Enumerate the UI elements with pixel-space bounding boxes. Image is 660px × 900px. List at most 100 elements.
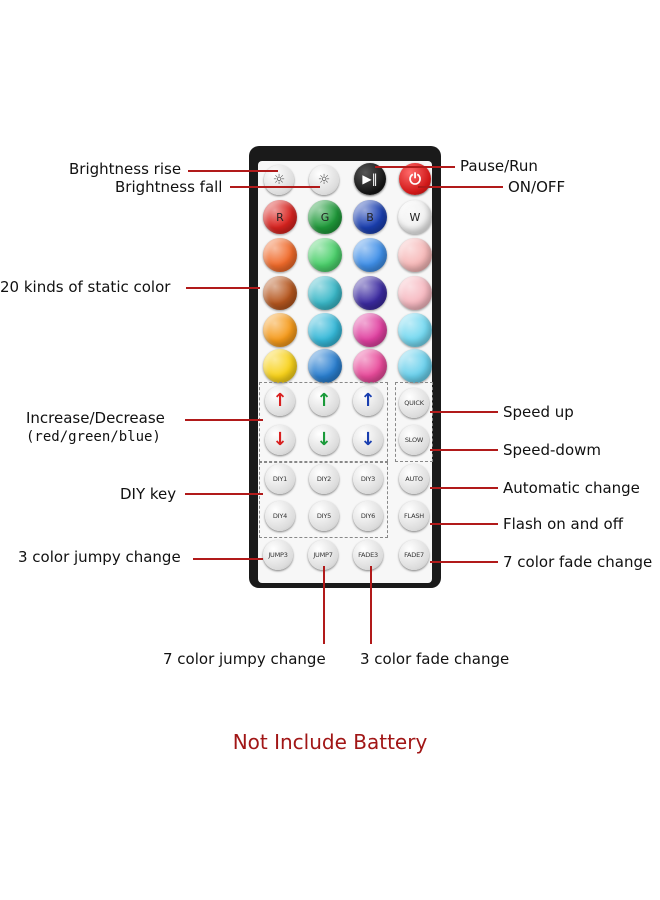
red-down-button[interactable]: ↓: [265, 425, 295, 455]
color-button[interactable]: [398, 313, 432, 347]
callout-line: [430, 449, 498, 451]
arrow-up-icon: ↑: [316, 390, 332, 411]
static-color-label: 20 kinds of static color: [0, 278, 171, 296]
jumpy7-label: 7 color jumpy change: [163, 650, 326, 668]
diy4-label: DIY4: [272, 512, 288, 520]
quick-label: QUICK: [404, 399, 424, 407]
color-button[interactable]: [398, 349, 432, 383]
color-button[interactable]: [398, 238, 432, 272]
color-button[interactable]: [353, 238, 387, 272]
flash-label-text: Flash on and off: [503, 515, 624, 533]
speed-up-label: Speed up: [503, 403, 574, 421]
callout-line: [430, 523, 498, 525]
color-button[interactable]: [308, 276, 342, 310]
quick-button[interactable]: QUICK: [399, 388, 429, 418]
fade7-button[interactable]: FADE7: [399, 540, 429, 570]
color-button[interactable]: [353, 313, 387, 347]
jump3-button[interactable]: JUMP3: [263, 540, 293, 570]
color-button[interactable]: [308, 238, 342, 272]
slow-button[interactable]: SLOW: [399, 425, 429, 455]
callout-line: [430, 411, 498, 413]
jump7-label: JUMP7: [313, 551, 333, 559]
callout-line: [323, 566, 325, 644]
diy2-button[interactable]: DIY2: [309, 464, 339, 494]
blue-up-button[interactable]: ↑: [353, 386, 383, 416]
auto-change-label: Automatic change: [503, 479, 640, 497]
color-g-label: G: [320, 210, 330, 224]
diy1-button[interactable]: DIY1: [265, 464, 295, 494]
callout-line: [185, 493, 263, 495]
battery-note: Not Include Battery: [232, 730, 428, 754]
diy-group-outline: [259, 462, 388, 538]
red-up-button[interactable]: ↑: [265, 386, 295, 416]
color-button[interactable]: [263, 238, 297, 272]
auto-label: AUTO: [405, 475, 423, 483]
speed-group-outline: [395, 382, 433, 462]
color-button[interactable]: [308, 313, 342, 347]
green-down-button[interactable]: ↓: [309, 425, 339, 455]
pause-run-button[interactable]: ▶‖: [354, 163, 386, 195]
color-button[interactable]: [263, 349, 297, 383]
callout-line: [230, 186, 320, 188]
diy6-label: DIY6: [360, 512, 376, 520]
color-b-label: B: [366, 210, 374, 224]
diy1-label: DIY1: [272, 475, 288, 483]
speed-down-label: Speed-dowm: [503, 441, 602, 459]
diy2-label: DIY2: [316, 475, 332, 483]
fade3-label-text: 3 color fade change: [360, 650, 510, 668]
arrow-down-icon: ↓: [316, 429, 332, 450]
diy5-button[interactable]: DIY5: [309, 501, 339, 531]
auto-button[interactable]: AUTO: [399, 464, 429, 494]
arrow-down-icon: ↓: [272, 429, 288, 450]
arrow-up-icon: ↑: [360, 390, 376, 411]
brightness-fall-button[interactable]: ☼: [309, 165, 339, 195]
color-button[interactable]: [263, 276, 297, 310]
color-w-button[interactable]: W: [398, 200, 432, 234]
brightness-rise-label: Brightness rise: [69, 160, 182, 178]
sun-up-icon: ☼: [272, 172, 286, 188]
jumpy3-label: 3 color jumpy change: [18, 548, 181, 566]
callout-line: [186, 287, 260, 289]
diy4-button[interactable]: DIY4: [265, 501, 295, 531]
color-button[interactable]: [308, 349, 342, 383]
callout-line: [418, 186, 503, 188]
color-w-label: W: [409, 210, 421, 224]
arrow-up-icon: ↑: [272, 390, 288, 411]
diy-key-label: DIY key: [120, 485, 177, 503]
blue-down-button[interactable]: ↓: [353, 425, 383, 455]
callout-line: [188, 170, 278, 172]
diy3-label: DIY3: [360, 475, 376, 483]
color-r-button[interactable]: R: [263, 200, 297, 234]
diy6-button[interactable]: DIY6: [353, 501, 383, 531]
on-off-label: ON/OFF: [508, 178, 566, 196]
callout-line: [193, 558, 263, 560]
flash-button[interactable]: FLASH: [399, 501, 429, 531]
increase-decrease-label: Increase/Decrease: [26, 409, 165, 427]
color-button[interactable]: [398, 276, 432, 310]
rgb-label: (red/green/blue): [26, 429, 161, 445]
power-button[interactable]: ⏻: [399, 163, 431, 195]
color-button[interactable]: [353, 276, 387, 310]
flash-label: FLASH: [404, 512, 424, 520]
fade7-label-text: 7 color fade change: [503, 553, 653, 571]
diy3-button[interactable]: DIY3: [353, 464, 383, 494]
fade3-label: FADE3: [358, 551, 378, 559]
color-button[interactable]: [353, 349, 387, 383]
play-pause-icon: ▶‖: [362, 172, 378, 186]
jump7-button[interactable]: JUMP7: [308, 540, 338, 570]
pause-run-label: Pause/Run: [460, 157, 538, 175]
color-b-button[interactable]: B: [353, 200, 387, 234]
fade3-button[interactable]: FADE3: [353, 540, 383, 570]
color-g-button[interactable]: G: [308, 200, 342, 234]
color-r-label: R: [276, 210, 284, 224]
sun-down-icon: ☼: [317, 172, 331, 188]
slow-label: SLOW: [404, 436, 424, 444]
arrow-down-icon: ↓: [360, 429, 376, 450]
callout-line: [185, 419, 263, 421]
arrow-group-outline: [259, 382, 388, 462]
jump3-label: JUMP3: [268, 551, 288, 559]
color-button[interactable]: [263, 313, 297, 347]
green-up-button[interactable]: ↑: [309, 386, 339, 416]
callout-line: [375, 166, 455, 168]
